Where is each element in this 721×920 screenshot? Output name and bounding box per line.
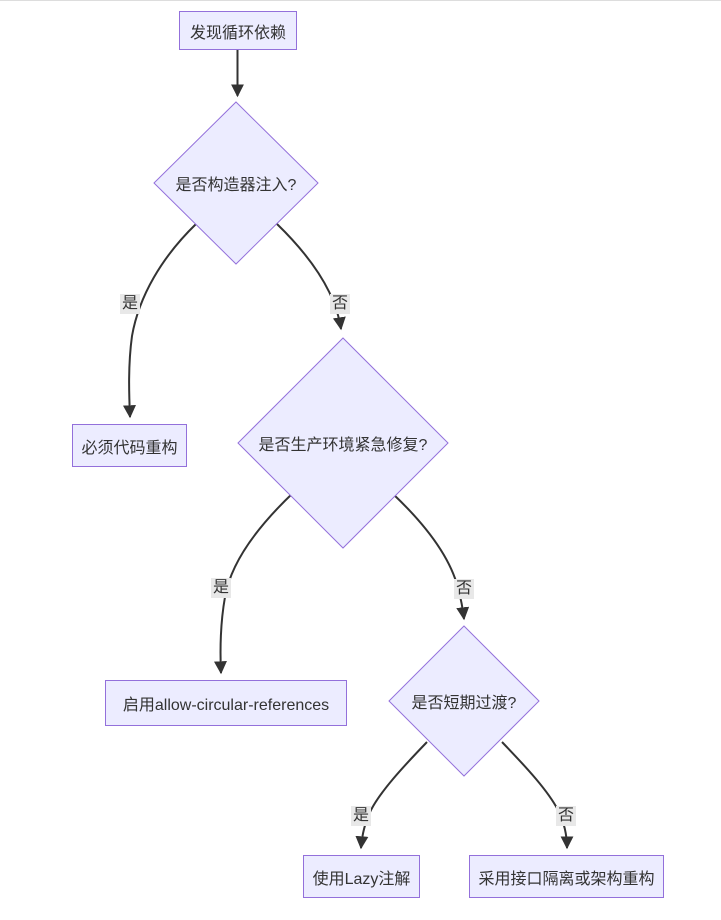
edge-label-prod-fix-no: 否: [453, 579, 475, 599]
node-start-label: 发现循环依赖: [189, 24, 286, 42]
node-allow-circular: 启用allow-circular-references: [105, 680, 347, 726]
edge-constructor-no-to-prod-fix-decision: [276, 223, 346, 331]
decision-transition-shape: [388, 625, 540, 777]
node-isolation-label: 采用接口隔离或架构重构: [478, 870, 655, 888]
edge-label-constructor-no: 否: [329, 294, 351, 314]
edge-label-constructor-yes: 是: [119, 294, 141, 314]
node-isolation: 采用接口隔离或架构重构: [469, 855, 664, 898]
edge-label-transition-no: 否: [555, 806, 577, 826]
node-allow-circular-label: 启用allow-circular-references: [122, 697, 330, 714]
node-start: 发现循环依赖: [179, 11, 297, 50]
node-lazy: 使用Lazy注解: [303, 855, 420, 898]
edge-label-prod-fix-yes: 是: [210, 578, 232, 598]
node-lazy-label: 使用Lazy注解: [312, 870, 411, 888]
decision-prod-fix-shape: [237, 337, 449, 549]
edge-prod-fix-no-to-transition-decision: [391, 492, 470, 621]
edge-label-transition-yes: 是: [350, 806, 372, 826]
edge-transition-yes-to-lazy: [355, 741, 428, 850]
edge-constructor-yes-to-refactor: [122, 223, 197, 419]
edge-transition-no-to-isolation: [501, 741, 574, 850]
edge-prod-fix-yes-to-allow-circular: [213, 491, 295, 675]
decision-constructor-injection-shape: [153, 101, 319, 265]
node-refactor: 必须代码重构: [72, 424, 187, 467]
node-refactor-label: 必须代码重构: [81, 439, 178, 457]
